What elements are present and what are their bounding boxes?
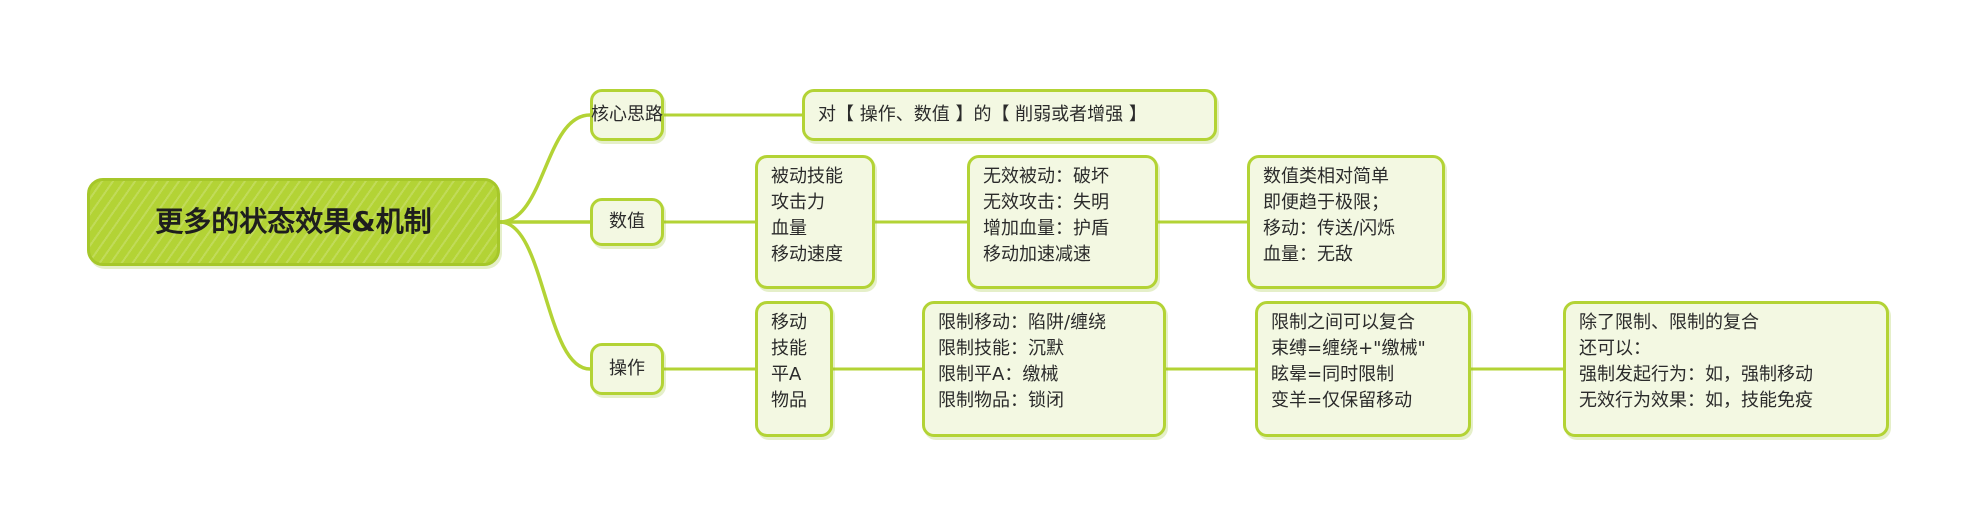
node-line: 血量 [771, 218, 807, 239]
connector-root-to-core [498, 113, 592, 224]
root-node[interactable]: 更多的状态效果&机制 [87, 178, 500, 266]
branch-operations-label: 操作 [609, 358, 645, 379]
node-line: 眩晕=同时限制 [1271, 364, 1395, 385]
node-line: 移动：传送/闪烁 [1263, 218, 1396, 239]
branch-values[interactable]: 数值 [590, 198, 664, 246]
node-line: 移动 [771, 312, 807, 333]
connector-root-to-ops [498, 220, 592, 371]
node-line: 还可以： [1579, 338, 1651, 359]
node-line: 无效行为效果：如，技能免疫 [1579, 390, 1813, 411]
values-effects[interactable]: 无效被动：破坏 无效攻击：失明 增加血量：护盾 移动加速减速 [967, 155, 1158, 289]
node-line: 无效被动：破坏 [983, 166, 1109, 187]
node-line: 血量：无敌 [1263, 244, 1353, 265]
branch-operations[interactable]: 操作 [590, 343, 664, 395]
node-line: 除了限制、限制的复合 [1579, 312, 1759, 333]
root-label: 更多的状态效果&机制 [155, 205, 432, 238]
node-line: 变羊=仅保留移动 [1271, 390, 1413, 411]
node-line: 增加血量：护盾 [983, 218, 1109, 239]
node-line: 限制技能：沉默 [938, 338, 1064, 359]
branch-core-idea-label: 核心思路 [591, 104, 663, 125]
node-line: 束缚=缠绕+"缴械" [1271, 338, 1426, 359]
operations-extra[interactable]: 除了限制、限制的复合 还可以： 强制发起行为：如，强制移动 无效行为效果：如，技… [1563, 301, 1889, 437]
operations-limits[interactable]: 限制移动：陷阱/缠绕 限制技能：沉默 限制平A：缴械 限制物品：锁闭 [922, 301, 1166, 437]
node-line: 限制平A：缴械 [938, 364, 1059, 385]
node-line: 物品 [771, 390, 807, 411]
node-line: 限制之间可以复合 [1271, 312, 1415, 333]
operations-list[interactable]: 移动 技能 平A 物品 [755, 301, 833, 437]
node-line: 移动速度 [771, 244, 843, 265]
core-idea-description[interactable]: 对【 操作、数值 】的【 削弱或者增强 】 [802, 89, 1217, 141]
node-line: 无效攻击：失明 [983, 192, 1109, 213]
node-line: 被动技能 [771, 166, 843, 187]
node-line: 限制物品：锁闭 [938, 390, 1064, 411]
node-line: 强制发起行为：如，强制移动 [1579, 364, 1813, 385]
operations-composite[interactable]: 限制之间可以复合 束缚=缠绕+"缴械" 眩晕=同时限制 变羊=仅保留移动 [1255, 301, 1471, 437]
values-extreme[interactable]: 数值类相对简单 即便趋于极限； 移动：传送/闪烁 血量：无敌 [1247, 155, 1445, 289]
values-list[interactable]: 被动技能 攻击力 血量 移动速度 [755, 155, 875, 289]
branch-values-label: 数值 [609, 211, 645, 232]
node-line: 攻击力 [771, 192, 825, 213]
node-line: 数值类相对简单 [1263, 166, 1389, 187]
node-line: 即便趋于极限； [1263, 192, 1389, 213]
branch-core-idea[interactable]: 核心思路 [590, 89, 664, 141]
node-line: 平A [771, 364, 802, 385]
node-line: 限制移动：陷阱/缠绕 [938, 312, 1107, 333]
node-line: 对【 操作、数值 】的【 削弱或者增强 】 [818, 104, 1147, 125]
node-line: 技能 [771, 338, 807, 359]
node-line: 移动加速减速 [983, 244, 1091, 265]
